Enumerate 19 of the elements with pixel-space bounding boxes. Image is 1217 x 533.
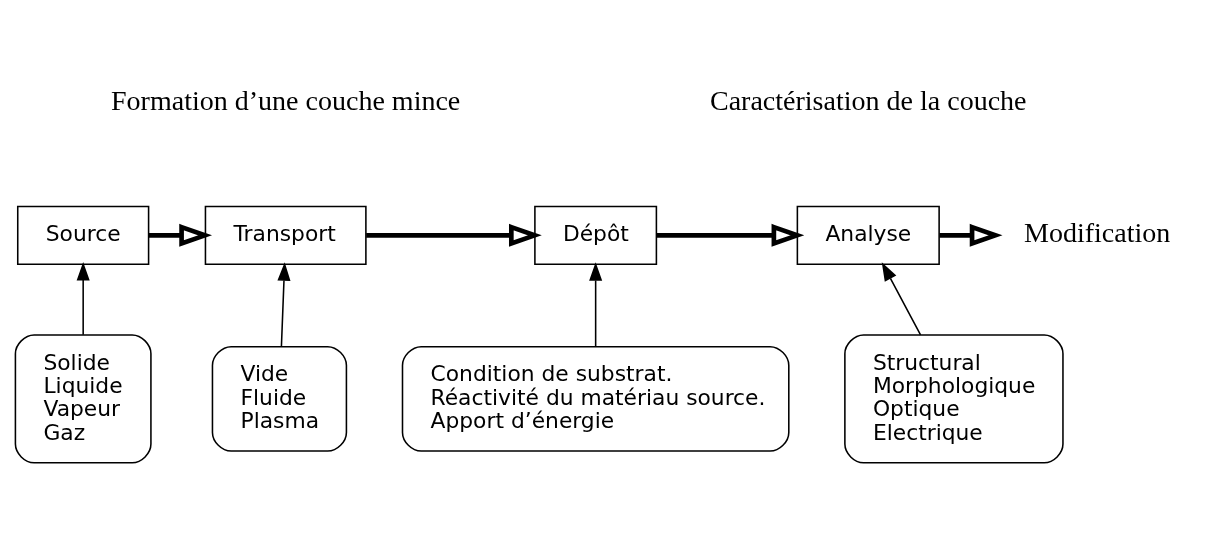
arrow [366,223,542,247]
label: Formation d’une couche mince [111,84,461,116]
node-box: Source [16,205,150,265]
node-box: Structural Morphologique Optique Electrique [844,334,1064,464]
arrow [939,223,1003,247]
arrow [277,262,291,348]
node-box: Vide Fluide Plasma [211,345,348,452]
arrow [881,262,922,336]
node-box: Solide Liquide Vapeur Gaz [14,334,152,464]
node-box: Analyse [796,205,940,265]
arrow [656,223,805,247]
node-text: Modification [1024,217,1171,249]
node-box: Condition de substrat. Réactivité du matériau source. Apport d’énergie [401,345,790,452]
arrow [589,262,603,348]
node-box: Transport [204,205,367,265]
node-box: Dépôt [534,205,658,265]
arrow [76,261,90,336]
label: Caractérisation de la couche [709,84,1027,116]
arrow [148,223,213,247]
